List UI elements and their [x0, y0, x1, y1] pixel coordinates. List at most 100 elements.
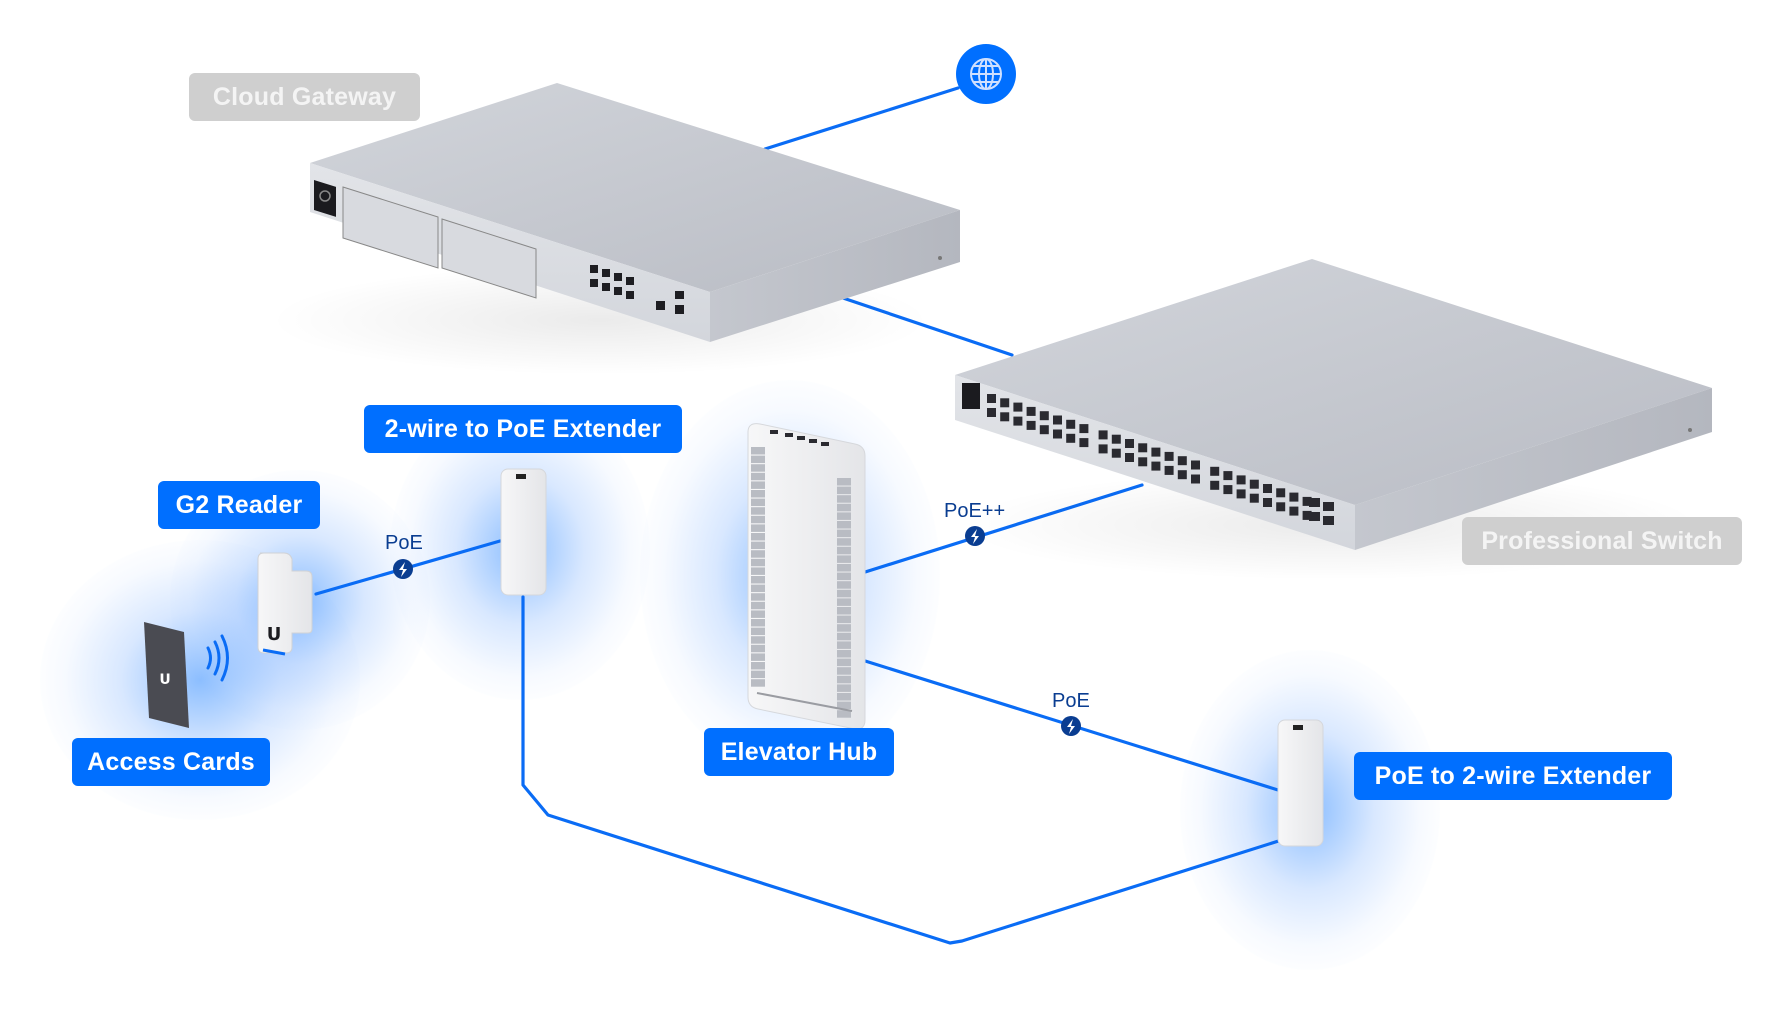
label-poe-to-2wire-extender[interactable]: PoE to 2-wire Extender	[1354, 752, 1672, 800]
terminal-left	[751, 679, 765, 687]
switch-port	[1223, 471, 1233, 481]
terminal-right	[837, 667, 851, 675]
lightning-icon	[971, 529, 979, 544]
terminal-right	[837, 503, 851, 512]
terminal-right	[837, 650, 851, 658]
terminal-right	[837, 615, 851, 624]
terminal-left	[751, 541, 765, 550]
terminal-right	[837, 624, 851, 632]
terminal-right	[837, 581, 851, 589]
access-card-device[interactable]: U	[144, 622, 189, 728]
label-access-cards[interactable]: Access Cards	[72, 738, 270, 786]
switch-port	[1236, 475, 1246, 485]
label-elevator-hub[interactable]: Elevator Hub	[704, 728, 894, 776]
switch-port	[1249, 479, 1259, 489]
terminal-right	[837, 632, 851, 641]
switch-port	[1079, 438, 1089, 448]
switch-port	[987, 408, 996, 417]
switch-port	[1249, 493, 1259, 503]
internet-globe[interactable]	[956, 44, 1016, 104]
switch-port	[1138, 443, 1148, 453]
switch-port	[1191, 460, 1200, 470]
switch-port	[1026, 420, 1036, 430]
switch-port	[1164, 465, 1174, 475]
two-wire-to-poe-extender-device[interactable]	[500, 468, 547, 596]
terminal-right	[837, 521, 851, 529]
poe-to-two-wire-extender-device[interactable]	[1277, 719, 1324, 847]
terminal-right	[837, 529, 851, 538]
switch-port	[1223, 485, 1233, 495]
terminal-left	[751, 593, 765, 601]
link-internet-gateway	[763, 86, 960, 151]
svg-text:U: U	[267, 624, 282, 645]
switch-port	[1066, 419, 1076, 429]
poe-label-switch-link: PoE++	[944, 500, 1006, 522]
switch-ports	[987, 394, 1334, 525]
switch-port	[1098, 444, 1108, 454]
switch-port	[1000, 412, 1010, 422]
terminal-right	[837, 478, 851, 486]
sfp-port	[1323, 516, 1334, 525]
switch-port	[1236, 489, 1246, 499]
terminal-left	[751, 601, 765, 610]
terminal-left	[751, 653, 765, 661]
switch-port	[1263, 484, 1272, 493]
terminal-right	[837, 495, 851, 503]
terminal-right	[837, 564, 851, 572]
switch-port	[1138, 457, 1148, 467]
terminal-left	[751, 567, 765, 575]
terminal-left	[751, 636, 765, 644]
terminal-right	[837, 589, 851, 598]
switch-port	[1302, 510, 1312, 520]
poe-label-reader-link: PoE	[385, 532, 423, 554]
switch-port	[1125, 453, 1134, 462]
switch-port	[1151, 447, 1161, 457]
terminal-right	[837, 658, 851, 667]
terminal-right	[837, 693, 851, 701]
poe-label-extender-link: PoE	[1052, 690, 1090, 712]
switch-port	[1111, 434, 1121, 444]
switch-port	[1263, 498, 1272, 507]
label-g2-reader[interactable]: G2 Reader	[158, 481, 320, 529]
terminal-right	[837, 555, 851, 563]
terminal-left	[751, 533, 765, 541]
switch-port	[1210, 466, 1220, 476]
switch-port	[1210, 480, 1220, 490]
gateway-ports	[590, 265, 684, 314]
terminal-left	[751, 576, 765, 584]
terminal-left	[751, 455, 765, 464]
g2-reader-device[interactable]: U	[257, 552, 313, 656]
switch-port	[1000, 398, 1010, 408]
switch-port	[987, 394, 996, 403]
terminal-left	[751, 447, 765, 455]
switch-port	[1013, 416, 1023, 426]
sfp-port	[1323, 502, 1334, 511]
switch-port	[1053, 415, 1062, 425]
terminal-left	[751, 670, 765, 679]
terminal-right	[837, 607, 851, 615]
terminal-left	[751, 558, 765, 567]
terminal-left	[751, 627, 765, 636]
switch-port	[1191, 474, 1200, 484]
switch-port	[1053, 429, 1062, 439]
terminal-right	[837, 675, 851, 684]
sfp-port	[1309, 498, 1320, 507]
terminal-left	[751, 644, 765, 653]
label-cloud-gateway[interactable]: Cloud Gateway	[189, 73, 420, 121]
switch-port	[1289, 492, 1299, 502]
terminal-left	[751, 464, 765, 472]
terminal-right	[837, 538, 851, 546]
label-2wire-to-poe-extender[interactable]: 2-wire to PoE Extender	[364, 405, 682, 453]
terminal-left	[751, 662, 765, 670]
switch-port	[1125, 439, 1134, 448]
label-professional-switch[interactable]: Professional Switch	[1462, 517, 1742, 565]
elevator-hub-device[interactable]	[747, 423, 866, 730]
terminal-right	[837, 486, 851, 495]
switch-port	[1164, 451, 1174, 461]
switch-port	[1177, 456, 1187, 466]
switch-port	[1013, 402, 1023, 412]
switch-port	[1066, 433, 1076, 443]
terminal-left	[751, 610, 765, 618]
cloud-gateway-device[interactable]	[270, 83, 960, 375]
